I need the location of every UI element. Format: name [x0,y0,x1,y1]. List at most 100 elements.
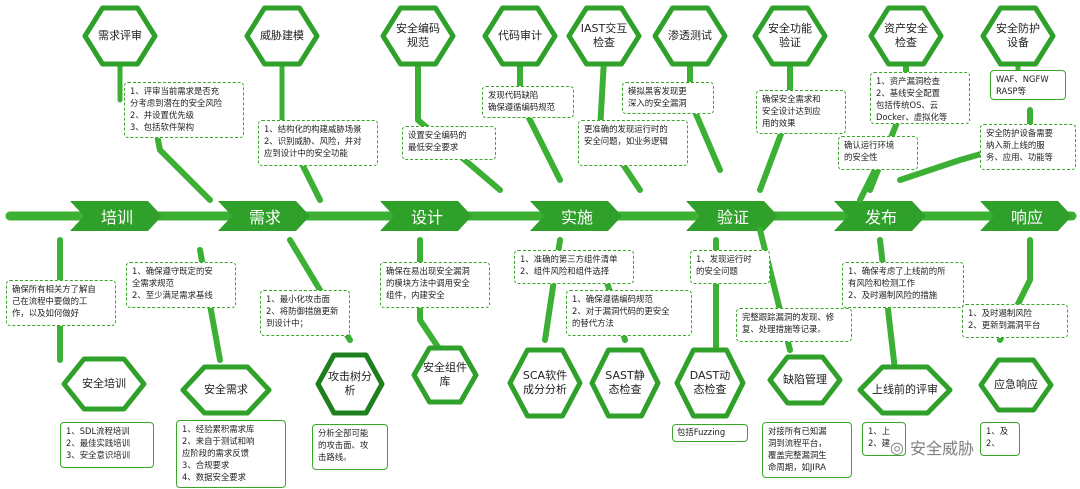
stage-label-1: 需求 [248,208,281,227]
bug-list: 对接所有已知漏洞到流程平台，覆盖完整漏洞生命周期，如JIRA [762,422,852,478]
dast-hexagon [674,347,746,419]
sec-lib-label: 安全组件库 [423,361,467,388]
note-line: 2、最佳实践培训 [66,437,130,448]
impl-branch [517,57,563,183]
note-line: 2、来自于测试和响 [182,435,255,446]
pentest-label: 渗透测试 [668,29,712,43]
dast-fuzzing-tag: 包括Fuzzing [672,424,748,442]
sec-training-label: 安全培训 [82,377,126,391]
note-line: 更准确的发现运行时的 [584,124,668,134]
threat-model-hexagon [244,5,320,67]
note-line: 组件，内建安全 [386,289,445,300]
note-line: 2、并设置优先级 [130,109,194,120]
note-line: 应到设计中的安全功能 [264,147,348,158]
note-line: 覆盖完整漏洞生 [768,449,827,460]
emergency-label: 应急响应 [994,378,1038,392]
note-line: 到设计中； [266,317,308,328]
stage-arrow-4 [686,201,778,231]
note-line: 确保遵循编码规范 [488,101,555,112]
note-line: 2、 [986,437,1000,448]
note-line: 3、包括软件架构 [130,121,194,132]
note-line: 1、确保遵守既定的安 [132,266,213,276]
note-line: 1、经验累积需求库 [182,424,255,434]
watermark-text: 安全威胁 [909,439,974,458]
asset-check-label: 资产安全检查 [884,22,928,49]
attack-tree-label: 攻击树分析 [328,370,372,397]
note-line: 1、评审当前需求是否充 [130,86,220,96]
prelaunch-hexagon [857,364,953,416]
note-line: RASP等 [996,85,1026,96]
note-line: 复、处理措施等记录。 [742,323,826,334]
attack-tree-note: 分析全部可能的攻击面、攻击路线。 [312,424,388,470]
note-line: 洞到流程平台， [768,437,827,448]
note-line: 1、上 [868,426,891,436]
sec-lib-hexagon [411,345,479,405]
note-line: 对接所有已知漏 [768,426,827,436]
note-line: 确保在易出现安全漏洞 [386,266,470,276]
training-note: 确保所有相关方了解自己在流程中要做的工作，以及如何做好 [6,280,116,326]
pentest-hexagon [652,5,728,67]
note-line: 击路线。 [318,451,352,462]
stage-label-0: 培训 [100,208,133,227]
bug-mgmt-label: 缺陷管理 [783,373,827,387]
note-line: 1、资产漏洞检查 [876,76,940,86]
note-line: 2、对于漏洞代码的更安全 [572,305,670,316]
stage-label-3: 实施 [560,208,593,227]
note-line: 深入的安全漏洞 [628,97,687,108]
note-line: 1、SDL流程培训 [66,426,130,436]
sec-lib-note: 确保在易出现安全漏洞的模块方法中调用安全组件，内建安全 [380,262,490,308]
req-review-label: 需求评审 [98,29,142,43]
note-line: 分考虑到潜在的安全风险 [130,97,223,108]
note-line: 己在流程中要做的工 [12,295,88,306]
note-line: 发现代码缺陷 [488,90,539,100]
note-line: 确保安全需求和 [762,94,821,104]
sast-label: SAST静态检查 [605,369,645,396]
note-line: 分析全部可能 [318,428,369,438]
prelaunch-label: 上线前的评审 [872,383,938,397]
note-line: 命周期，如JIRA [768,461,827,472]
note-line: 的替代方法 [572,317,614,328]
sca-label: SCA软件成分分析 [522,369,568,396]
note-line: 用的效果 [762,117,796,128]
note-line: 2、组件风险和组件选择 [520,265,610,276]
note-line: 的安全性 [844,151,878,162]
note-line: 1、最小化攻击面 [266,294,330,304]
stage-arrow-3 [530,201,622,231]
req-review-hexagon [82,5,158,67]
func-verify-hexagon [752,5,828,67]
note-line: 2、更新到漏洞平台 [968,319,1041,330]
note-line: 2、将防御措施更新 [266,305,339,316]
pentest-branch [687,57,723,173]
note-line: 的安全问题 [696,265,738,276]
stage-arrow-5 [834,201,926,231]
note-line: 确保所有相关方了解自 [12,284,96,294]
note-line: Docker、虚拟化等 [876,111,948,122]
sec-training-hexagon [61,356,147,412]
note-line: 安全问题，如业务逻辑 [584,135,668,146]
note-line: 1、及时遏制风险 [968,308,1032,318]
sec-req-hexagon [180,364,272,416]
note-line: 应阶段的需求反馈 [182,447,249,458]
sec-device-hexagon [980,5,1056,67]
wechat-icon: ◎ [890,437,904,457]
note-line: 2、基线安全配置 [876,87,940,98]
pentest-note: 模拟黑客发现更深入的安全漏洞 [622,82,714,114]
func-verify-note: 确保安全需求和安全设计达到应用的效果 [756,90,846,134]
sec-req-label: 安全需求 [204,383,248,397]
stage-label-6: 响应 [1010,208,1043,227]
note-line: 1、发现运行时 [696,254,752,264]
design-branch [297,157,323,203]
sca-hexagon [507,347,583,419]
dast-label: DAST动态检查 [689,369,731,396]
stage-arrow-2 [380,201,472,231]
note-line: 确认运行环境 [844,140,895,150]
coding-branch [415,57,503,193]
stage-label-5: 发布 [864,208,897,227]
